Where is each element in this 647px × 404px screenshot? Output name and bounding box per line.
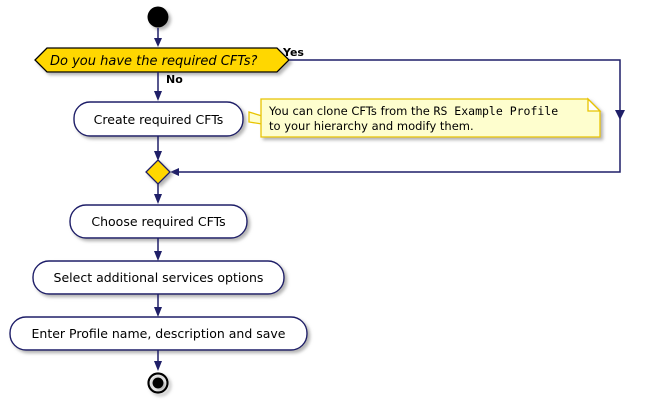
note-shape <box>260 98 601 138</box>
note-line-1: You can clone CFTs from the RS Example P… <box>268 104 558 118</box>
decision-hexagon-shape <box>34 47 290 73</box>
merge-diamond-shape <box>145 159 171 185</box>
arrowhead-icon <box>154 361 162 371</box>
flow-choose-to-select <box>154 238 162 261</box>
arrowhead-icon <box>154 151 162 161</box>
arrowhead-icon <box>154 91 162 101</box>
note-pointer-icon <box>248 111 263 125</box>
note-line-1-mono: RS Example Profile <box>434 104 559 118</box>
decision-label: Do you have the required CFTs? <box>50 54 258 69</box>
note-line-2: to your hierarchy and modify them. <box>269 119 474 133</box>
arrowhead-icon <box>154 307 162 317</box>
arrowhead-icon <box>154 38 162 47</box>
flow-merge-to-choose <box>154 184 162 204</box>
note-line-1-prefix: You can clone CFTs from the <box>268 104 434 118</box>
flow-select-to-enter <box>154 294 162 317</box>
merge-node <box>145 159 171 185</box>
arrowhead-icon <box>615 110 625 120</box>
arrowhead-icon <box>170 168 179 176</box>
note-fold-icon <box>587 97 602 112</box>
arrowhead-icon <box>154 251 162 261</box>
activity-label-create-required-cfts: Create required CFTs <box>94 112 224 127</box>
flow-enter-to-end <box>154 350 162 371</box>
activity-label-choose-required-cfts: Choose required CFTs <box>91 214 225 229</box>
note-box <box>260 97 602 138</box>
flow-yes-branch <box>170 59 625 176</box>
decision-node[interactable] <box>34 47 290 73</box>
end-node <box>147 372 169 394</box>
branch-label-no: No <box>166 73 183 86</box>
arrowhead-icon <box>154 194 162 204</box>
branch-label-yes: Yes <box>282 46 304 59</box>
start-node <box>147 6 169 28</box>
note-connector-pointer <box>248 111 263 125</box>
end-outer-ring-icon <box>147 372 169 394</box>
flow-create-to-merge <box>154 136 162 161</box>
flow-start-to-decision <box>154 28 162 47</box>
start-circle-icon <box>147 6 169 28</box>
end-inner-dot-icon <box>152 377 164 389</box>
activity-label-select-additional-services-options: Select additional services options <box>54 270 264 285</box>
flow-decision-to-create <box>154 72 162 101</box>
activity-label-enter-profile-name: Enter Profile name, description and save <box>32 326 286 341</box>
